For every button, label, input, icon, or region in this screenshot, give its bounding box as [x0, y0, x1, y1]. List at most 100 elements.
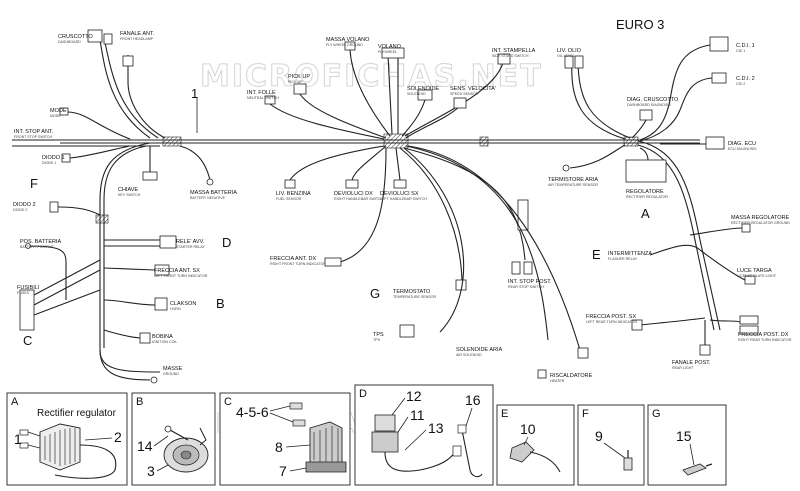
group-letter-a: A	[641, 206, 650, 221]
sub-intermittenza: FLASHER RELAY	[608, 257, 638, 261]
label-cdi2: C.D.I. 2	[736, 76, 755, 82]
panel-b-letter: B	[136, 396, 143, 408]
panel-b-part-14: 14	[137, 438, 153, 454]
panel-e: E 10	[496, 404, 575, 486]
group-letter-e: E	[592, 247, 601, 262]
panel-d-part-13: 13	[428, 420, 444, 436]
panel-b: B 14 3	[131, 392, 216, 486]
sub-liv-olio: OIL LEVEL	[557, 54, 575, 58]
sub-pos-batteria: BATTERY POSITIVE	[20, 245, 54, 249]
label-tps: TPS	[373, 332, 384, 338]
label-termostato: TERMOSTATO	[393, 289, 431, 295]
panel-g-letter: G	[652, 408, 661, 420]
front-left-branches	[59, 29, 166, 163]
group-letter-f: F	[30, 176, 38, 191]
panel-a: A Rectifier regulator 1 2	[6, 392, 128, 486]
label-massa-volano: MASSA VOLANO	[326, 37, 370, 43]
sub-regolatore: RECTIFIER REGULATOR	[626, 195, 668, 199]
main-harness: 1	[12, 86, 721, 373]
panel-c-part-4-5-6: 4-5-6	[236, 404, 269, 420]
label-cdi1: C.D.I. 1	[736, 43, 755, 49]
sub-bobina: IGNITION COIL	[152, 340, 177, 344]
label-luce-targa: LUCE TARGA	[737, 268, 772, 274]
label-devioluci-dx: DEVIOLUCI DX	[334, 191, 373, 197]
sub-solenoide: SOLENOID	[407, 92, 426, 96]
panel-e-part-10: 10	[520, 421, 536, 437]
panel-f: F 9	[577, 404, 645, 486]
label-pos-batteria: POS. BATTERIA	[20, 239, 61, 245]
label-chiave: CHIAVE	[118, 187, 138, 193]
sub-clakson: HORN	[170, 307, 181, 311]
label-solenoide: SOLENOIDE	[407, 86, 439, 92]
sub-diag-cruscotto: DASHBOARD DIAGNOSIS	[627, 103, 671, 107]
sub-rele-avv: STARTER RELAY	[176, 245, 206, 249]
label-massa-batteria: MASSA BATTERIA	[190, 190, 237, 196]
label-freccia-ant-sx: FRECCIA ANT. SX	[154, 268, 200, 274]
panel-c-part-8: 8	[275, 439, 283, 455]
label-masse: MASSE	[163, 366, 183, 372]
label-diag-cruscotto: DIAG. CRUSCOTTO	[627, 97, 679, 103]
sub-riscaldatore: HEATER	[550, 379, 565, 383]
label-int-folle: INT. FOLLE	[247, 90, 276, 96]
sub-luce-targa: LICENSE PLATE LIGHT	[737, 274, 777, 278]
sub-fusibili: FUSES	[17, 291, 30, 295]
label-freccia-post-dx: FRECCIA POST. DX	[738, 332, 789, 338]
label-bobina: BOBINA	[152, 334, 173, 340]
panel-d-part-12: 12	[406, 388, 422, 404]
sub-fanale-ant: FRONT HEADLAMP	[120, 37, 154, 41]
label-regolatore: REGOLATORE	[626, 189, 664, 195]
panel-d: D 12 11 13 16	[354, 384, 494, 486]
group-letter-g: G	[370, 286, 380, 301]
panel-g: G 15	[647, 404, 727, 486]
label-pick-up: PICK UP	[288, 74, 310, 80]
label-freccia-ant-dx: FRECCIA ANT. DX	[270, 256, 316, 262]
label-freccia-post-sx: FRECCIA POST. SX	[586, 314, 636, 320]
panel-f-part-9: 9	[595, 428, 603, 444]
label-fanale-ant: FANALE ANT.	[120, 31, 155, 37]
panel-a-letter: A	[11, 396, 19, 408]
sub-freccia-ant-sx: LEFT FRONT TURN INDICATOR	[154, 274, 208, 278]
label-liv-benzina: LIV. BENZINA	[276, 191, 311, 197]
sub-devioluci-dx: RIGHT HANDLEBAR SWITCH	[334, 197, 384, 201]
label-diodo2: DIODO 2	[13, 202, 36, 208]
label-termistore-aria: TERMISTORE ARIA	[548, 177, 598, 183]
sub-diodo2: DIODE 2	[13, 208, 27, 212]
sub-int-stop-ant: FRONT STOP SWITCH	[14, 135, 53, 139]
mid-branches	[142, 144, 667, 359]
label-cruscotto: CRUSCOTTO	[58, 34, 93, 40]
sub-freccia-ant-dx: RIGHT FRONT TURN INDICATOR	[270, 262, 326, 266]
panel-c-part-7: 7	[279, 463, 287, 479]
sub-cruscotto: DASHBOARD	[58, 40, 81, 44]
sub-freccia-post-sx: LEFT REAR TURN INDICATOR	[586, 320, 637, 324]
label-diodo1: DIODO 1	[42, 155, 65, 161]
panel-e-letter: E	[501, 408, 508, 420]
label-massa-regolatore: MASSA REGOLATORE	[731, 215, 790, 221]
panel-b-part-3: 3	[147, 463, 155, 479]
group-letter-c: C	[23, 333, 32, 348]
right-branches	[631, 223, 759, 356]
sub-int-stop-post: REAR STOP SWITCH	[508, 285, 544, 289]
panel-a-part-2: 2	[114, 429, 122, 445]
panel-c-letter: C	[224, 396, 232, 408]
label-devioluci-sx: DEVIOLUCI SX	[380, 191, 419, 197]
label-mode: MODE	[50, 108, 67, 114]
sub-pick-up: PICK-UP	[288, 80, 303, 84]
top-center-branches	[264, 36, 729, 150]
sub-chiave: KEY SWITCH	[118, 193, 141, 197]
panel-d-letter: D	[359, 388, 367, 400]
group-letter-d: D	[222, 235, 231, 250]
part-number-1: 1	[191, 86, 198, 101]
diagram-title: EURO 3	[616, 17, 664, 32]
panel-d-part-16: 16	[465, 392, 481, 408]
label-fanale-post: FANALE POST.	[672, 360, 711, 366]
panel-d-part-11: 11	[410, 407, 425, 423]
sub-volano: FLYWHEEL	[378, 50, 397, 54]
label-int-stampella: INT. STAMPELLA	[492, 48, 536, 54]
sub-tps: TPS	[373, 338, 381, 342]
label-fusibili: FUSIBILI	[17, 285, 40, 291]
sub-massa-batteria: BATTERY NEGATIVE	[190, 196, 226, 200]
sub-mode: MODE	[50, 114, 61, 118]
label-diag-ecu: DIAG. ECU	[728, 141, 756, 147]
panel-a-title: Rectifier regulator	[37, 408, 117, 419]
sub-diag-ecu: ECU DIAGNOSIS	[728, 147, 757, 151]
